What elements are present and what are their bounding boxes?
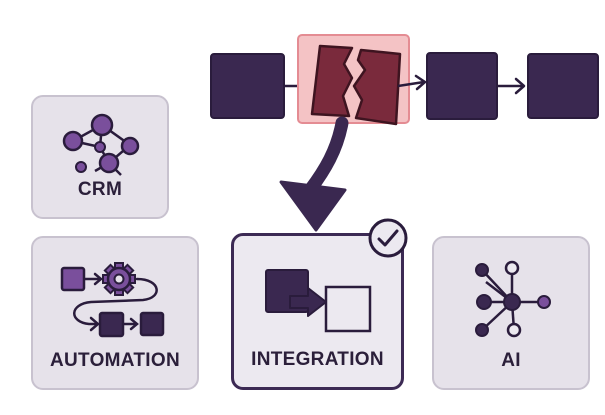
merge-blocks-icon xyxy=(265,269,372,333)
crm-card[interactable]: CRM xyxy=(31,95,169,219)
automation-label: AUTOMATION xyxy=(49,350,180,371)
pipeline-block-3 xyxy=(426,52,498,120)
checkmark-icon xyxy=(368,218,408,258)
broken-block-left xyxy=(310,44,354,118)
integration-card[interactable]: INTEGRATION xyxy=(231,233,404,390)
ai-label: AI xyxy=(501,350,521,371)
pipeline-arrow-2 xyxy=(397,80,425,88)
crm-label: CRM xyxy=(77,179,123,200)
ai-card[interactable]: AI xyxy=(432,236,590,390)
integration-label: INTEGRATION xyxy=(251,349,384,370)
workflow-gear-icon xyxy=(60,262,165,338)
neural-hub-icon xyxy=(475,260,551,338)
network-graph-icon xyxy=(62,113,140,176)
broken-block-right xyxy=(352,48,402,126)
automation-card[interactable]: AUTOMATION xyxy=(31,236,199,390)
down-arrow xyxy=(303,116,349,197)
down-arrow-head xyxy=(279,180,347,232)
pipeline-block-4 xyxy=(527,53,599,119)
pipeline-block-1 xyxy=(210,53,285,119)
